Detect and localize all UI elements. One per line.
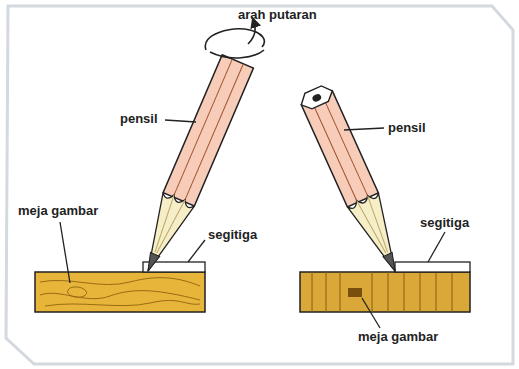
part-label: pensil [388, 121, 426, 135]
pencil-right [298, 83, 411, 278]
pencil-left [132, 55, 253, 278]
set-square-right [395, 262, 470, 272]
frame [6, 6, 513, 364]
part-label: segitiga [208, 228, 257, 242]
part-label: arah putaran [238, 8, 317, 22]
leader-lines [60, 120, 445, 328]
part-label: meja gambar [358, 330, 438, 344]
part-label: meja gambar [18, 204, 98, 218]
drawing-table-right [300, 272, 470, 312]
part-label: segitiga [420, 216, 469, 230]
drawing-table-left [35, 272, 205, 312]
part-label: pensil [120, 112, 158, 126]
